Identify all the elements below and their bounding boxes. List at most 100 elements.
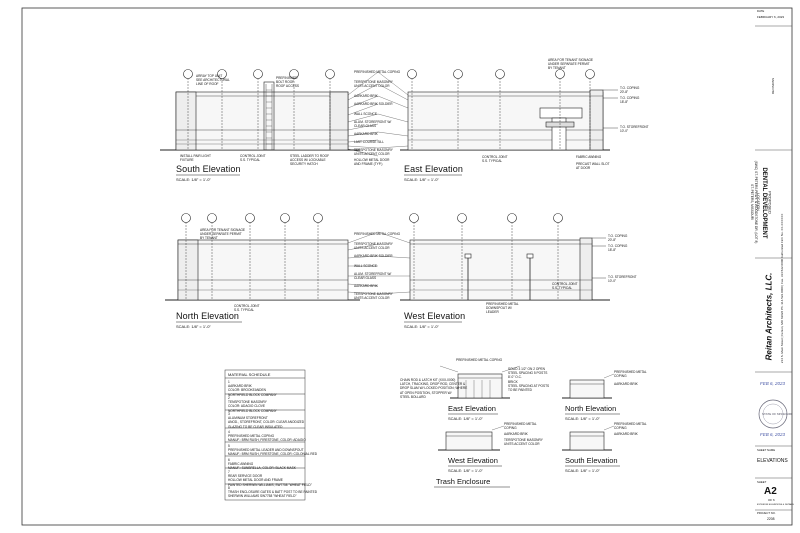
title-block-lines <box>755 25 792 511</box>
material-item: 5 PREFINISHED METAL LEADER AND DOWNSPOUT… <box>228 444 318 457</box>
callout: PREFINISHED METAL COPING <box>354 70 401 74</box>
tb-sheet-label: SHEET <box>757 480 767 484</box>
tb-project-city: ST. PETERS, MISSOURI <box>750 184 754 220</box>
trash-note-right: SOLID 3 1/2" ON 2 OPEN STEEL SPACING 5 P… <box>508 367 550 393</box>
tb-sheet-sub: EXTERIOR ELEVATIONS & DETAILS <box>757 504 794 506</box>
tb-revisions-label: REVISIONS <box>771 77 775 95</box>
callout: ALUM. STOREFRONT W/ CLEAR GLASS <box>354 272 392 281</box>
tb-seal-text: STATE OF MISSOURI <box>762 412 792 416</box>
tb-project-name: DENTAL DEVELOPMENT <box>761 167 767 239</box>
trash-north-title: North Elevation <box>565 404 617 413</box>
west-note-bottom2: CONTROL JOINT S.S. TYPICAL <box>552 282 578 291</box>
north-elevation-title: North Elevation <box>176 311 240 321</box>
south-elevation-drawing <box>160 69 379 157</box>
callout: WALL SCONCE <box>354 112 377 116</box>
trash-east-scale: SCALE: 1/8" = 1'-0" <box>448 416 483 421</box>
trash-callouts-west2: AARKARD BRIK <box>504 432 528 436</box>
trash-note-left: PREFINISHED METAL COPING <box>456 358 503 362</box>
trash-enclosure-title: Trash Enclosure <box>436 477 491 486</box>
callout: LAST COURSE SILL <box>354 140 384 144</box>
callout: AARKARD BRIK SOLDIER <box>354 254 393 258</box>
south-note-bottom2: CONTROL JOINT S.S. TYPICAL <box>240 154 266 163</box>
tb-sheet-number: A2 <box>764 486 777 497</box>
west-level-low: T.O. STOREFRONT 10'-0" <box>608 275 637 284</box>
south-note-ladder: PREFINISHED BOLT ROOF ROOF ACCESS <box>276 76 300 89</box>
tb-firm-address: 214 S. Main Street | Fenton, MO 63026 Ph… <box>779 213 784 364</box>
tb-project-addr: (SWC) ST. PETERS PKWY. & WOODSTONE DR. (… <box>754 160 758 244</box>
callout: TERSPOTONE MASONRY UNITS ACCENT COLOR <box>354 80 393 89</box>
callout: TERSPOTONE MASONRY UNITS ACCENT COLOR <box>354 242 393 251</box>
material-item: 8 TRASH ENCLOSURE GATES & BATT POST TO B… <box>228 486 318 499</box>
level-low: T.O. STOREFRONT 10'-0" <box>620 125 649 134</box>
callout: HOLLOW METAL DOOR AND FRAME (TYP.) <box>354 158 390 167</box>
tb-date-label: DATE <box>757 9 765 13</box>
tb-project-type: PROPOSED <box>767 191 773 214</box>
east-elevation-drawing <box>377 69 618 151</box>
north-elevation-drawing <box>165 213 379 301</box>
east-note-bottom2: FABRIC AWNING <box>576 155 602 159</box>
material-item: 1 AARKARD BRIK COLOR: BROOKEANDEN NORTHF… <box>228 380 277 397</box>
tb-firm-name: Reitan Architects, LLC. <box>764 272 774 361</box>
south-note-bottom1: INSTALL PAIR LIGHT FIXTURE <box>180 154 211 163</box>
west-note-bottom1: PREFINISHED METAL DOWNSPOUT W/ LEADER <box>486 302 519 315</box>
north-note-top: AREA FOR TENANT SIGNAGE UNDER SEPARATE P… <box>200 228 246 241</box>
south-elevation-title: South Elevation <box>176 164 241 174</box>
level-mid: T.O. COPING 18'-8" <box>620 96 640 105</box>
west-elevation-drawing <box>377 213 610 301</box>
material-schedule-table <box>224 369 306 501</box>
trash-callouts-north2: AARKARD BRIK <box>614 382 638 386</box>
west-level-mid: T.O. COPING 18'-8" <box>608 244 628 253</box>
trash-north-scale: SCALE: 1/8" = 1'-0" <box>565 416 600 421</box>
trash-south-scale: SCALE: 1/8" = 1'-0" <box>565 468 600 473</box>
tb-sheet-name: ELEVATIONS <box>757 458 788 464</box>
east-note-top: AREA FOR TENANT SIGNAGE UNDER SEPARATE P… <box>548 58 594 71</box>
tb-signature-date-bottom: FEB 6, 2023 <box>760 432 786 437</box>
sheet-border <box>21 7 793 526</box>
trash-west-drawing <box>438 425 505 451</box>
trash-south-drawing <box>562 425 615 451</box>
trash-callouts-south: PREFINISHED METAL COPING <box>614 422 647 431</box>
callout: AARKARD BRIK <box>354 132 378 136</box>
tb-project-no-label: PROJECT NO. <box>757 511 776 515</box>
callout: AARKARD BRIK <box>354 284 378 288</box>
south-note-top: ARRAY TOP UNIT SEE ARCHITECTURAL LINE OF… <box>196 74 230 87</box>
seal-circle <box>758 399 788 429</box>
tb-project-no: 2208 <box>767 517 775 521</box>
callout: AARKARD BRIK <box>354 94 378 98</box>
tb-sheet-of: OF 6 <box>768 498 775 502</box>
trash-west-scale: SCALE: 1/8" = 1'-0" <box>448 468 483 473</box>
trash-callouts-west: PREFINISHED METAL COPING <box>504 422 537 431</box>
material-item: 7 REAR SERVICE DOOR HOLLOW METAL DOOR AN… <box>228 470 312 487</box>
callout: TERSPOTONE MASONRY UNITS ACCENT COLOR <box>354 292 393 301</box>
east-note-bottom1: CONTROL JOINT S.S. TYPICAL <box>482 155 508 164</box>
material-schedule-title: MATERIAL SCHEDULE <box>228 372 271 377</box>
level-top: T.O. COPING 20'-8" <box>620 86 640 95</box>
trash-callouts-west3: TERSPOTONE MASONRY UNITS ACCENT COLOR <box>504 438 543 447</box>
north-elevation-scale: SCALE: 1/8" = 1'-0" <box>176 324 211 329</box>
material-item: 6 FABRIC AWNING MANUF.: SUNBRELLA, COLOR… <box>228 458 296 471</box>
west-elevation-title: West Elevation <box>404 311 466 321</box>
north-note-bottom: CONTROL JOINT S.S. TYPICAL <box>234 304 260 313</box>
south-elevation-scale: SCALE: 1/8" = 1'-0" <box>176 177 211 182</box>
trash-north-drawing <box>562 373 615 399</box>
east-elevation-scale: SCALE: 1/8" = 1'-0" <box>404 177 439 182</box>
callout: ALUM. STOREFRONT W/ CLEAR GLASS <box>354 120 392 129</box>
material-item: 4 PREFINISHED METAL COPING MANUF.: BRM R… <box>228 430 306 443</box>
trash-east-drawing <box>439 365 521 399</box>
callout: PREFINISHED METAL COPING <box>354 232 401 236</box>
west-elevation-scale: SCALE: 1/8" = 1'-0" <box>404 324 439 329</box>
tb-date: FEBRUARY 6, 2023 <box>757 15 785 19</box>
trash-callouts-north: PREFINISHED METAL COPING <box>614 370 647 379</box>
callout: TERSPOTONE MASONRY UNITS ACCENT COLOR <box>354 148 393 157</box>
trash-east-title: East Elevation <box>448 404 496 413</box>
trash-callouts-south2: AARKARD BRIK <box>614 432 638 436</box>
trash-note-gate: CHAIN ROD & LATCH KIT (XXX-0000) LATCH, … <box>400 378 468 399</box>
south-note-bottom3: STEEL LADDER TO ROOF ACCESS W/ LOCKABLE … <box>290 154 330 167</box>
callout: AARKARD BRIK SOLDIER <box>354 102 393 106</box>
trash-south-title: South Elevation <box>565 456 618 465</box>
west-level-top: T.O. COPING 20'-8" <box>608 234 628 243</box>
east-elevation-title: East Elevation <box>404 164 463 174</box>
material-item: 2 TENSPOTONE MASONRY COLOR: ADAGIO CLOVE… <box>228 396 277 413</box>
tb-signature-date-top: FEB 6, 2023 <box>760 381 786 386</box>
